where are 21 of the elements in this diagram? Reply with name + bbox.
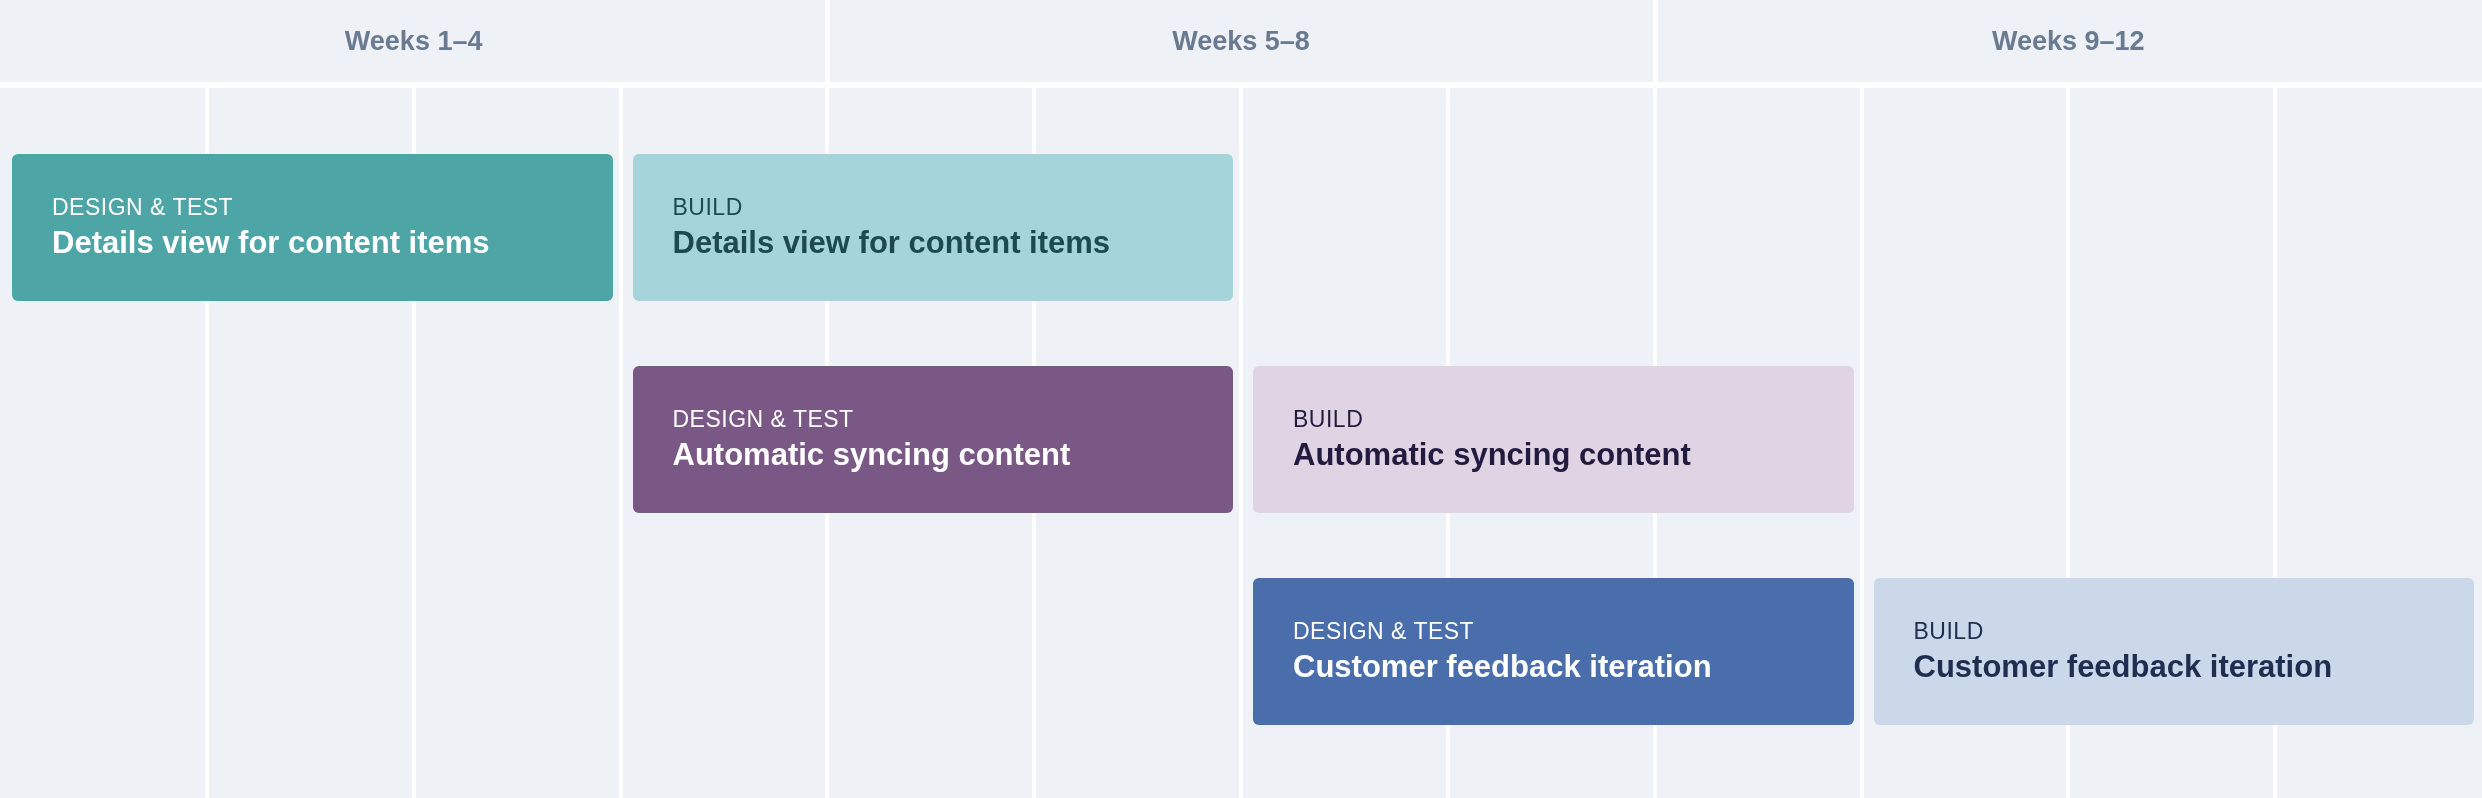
phase-label: DESIGN & TEST [672, 404, 855, 434]
phase-label: BUILD [1913, 616, 1985, 646]
week-range-label: Weeks 1–4 [344, 24, 483, 58]
task-bar [1253, 366, 1854, 513]
week-range-label: Weeks 5–8 [1172, 24, 1310, 58]
phase-label: DESIGN & TEST [1293, 616, 1476, 646]
task-title: Customer feedback iteration [1293, 647, 1713, 686]
task-bar [12, 154, 613, 301]
phase-label: BUILD [672, 192, 744, 222]
task-title: Automatic syncing content [672, 435, 1072, 474]
task-bar [632, 154, 1233, 301]
task-bar [1253, 578, 1854, 725]
phase-label: DESIGN & TEST [52, 192, 235, 222]
task-title: Automatic syncing content [1293, 435, 1692, 474]
task-bar [632, 366, 1233, 513]
task-title: Customer feedback iteration [1913, 647, 2334, 686]
week-range-label: Weeks 9–12 [1992, 24, 2145, 58]
phase-label: BUILD [1293, 404, 1365, 434]
task-bar [1873, 578, 2474, 725]
task-title: Details view for content items [52, 223, 491, 262]
task-title: Details view for content items [672, 223, 1112, 262]
